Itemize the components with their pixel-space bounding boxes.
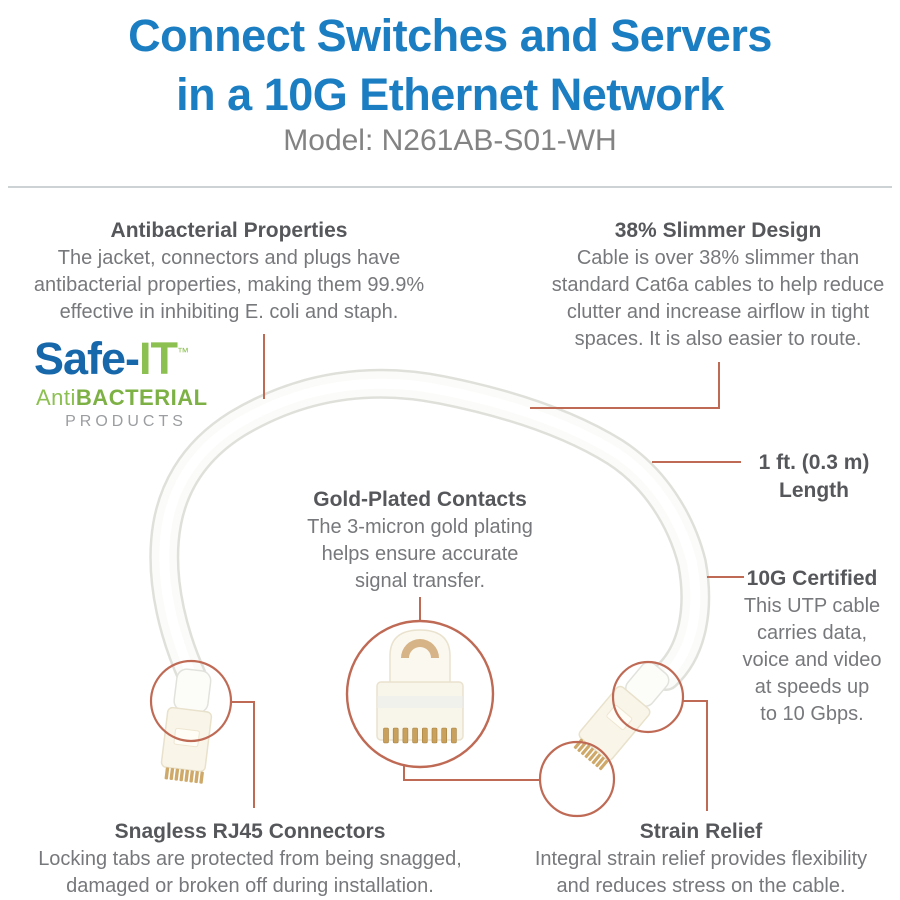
callout-strain: Strain Relief Integral strain relief pro… bbox=[502, 818, 900, 900]
leader-snagless bbox=[231, 701, 255, 808]
gold-title: Gold-Plated Contacts bbox=[313, 488, 527, 511]
certified-title: 10G Certified bbox=[746, 567, 878, 590]
snagless-body-line: damaged or broken off during installatio… bbox=[66, 875, 434, 897]
logo-anti-text: Anti bbox=[36, 385, 76, 410]
leader-magnifier-link bbox=[403, 766, 539, 781]
gold-body-line: The 3-micron gold plating bbox=[307, 516, 533, 538]
antibacterial-body-line: effective in inhibiting E. coli and stap… bbox=[59, 301, 399, 323]
tip-highlight-circle bbox=[538, 740, 616, 818]
logo-safe-text: Safe- bbox=[34, 333, 140, 384]
antibacterial-body: The jacket, connectors and plugs have an… bbox=[0, 245, 458, 326]
callout-gold: Gold-Plated Contacts The 3-micron gold p… bbox=[240, 486, 600, 595]
strain-highlight-circle bbox=[611, 660, 685, 734]
callout-certified: 10G Certified This UTP cable carries dat… bbox=[726, 565, 898, 728]
certified-body-line: carries data, bbox=[756, 622, 868, 644]
magnified-boot bbox=[389, 629, 451, 687]
slimmer-body-line: spaces. It is also easier to route. bbox=[574, 328, 862, 350]
logo-it-text: IT bbox=[139, 333, 178, 384]
left-connector-latch bbox=[173, 727, 200, 748]
logo-trademark: ™ bbox=[177, 345, 189, 359]
safe-it-logo: Safe-IT™ AntiBACTERIAL PRODUCTS bbox=[30, 336, 230, 430]
length-title-line2: Length bbox=[779, 479, 849, 502]
gold-body-line: helps ensure accurate bbox=[321, 543, 519, 565]
certified-body-line: at speeds up bbox=[754, 676, 870, 698]
right-connector-pins bbox=[573, 738, 609, 771]
magnified-pins bbox=[383, 727, 457, 744]
certified-body-line: to 10 Gbps. bbox=[760, 703, 864, 725]
left-connector-boot bbox=[173, 668, 212, 714]
magnified-plug-shade bbox=[377, 696, 463, 708]
leader-strain bbox=[683, 700, 708, 811]
certified-body-line: This UTP cable bbox=[743, 595, 881, 617]
antibacterial-body-line: antibacterial properties, making them 99… bbox=[33, 274, 425, 296]
strain-body: Integral strain relief provides flexibil… bbox=[502, 846, 900, 900]
gold-body: The 3-micron gold plating helps ensure a… bbox=[240, 514, 600, 595]
callout-slimmer: 38% Slimmer Design Cable is over 38% sli… bbox=[528, 217, 900, 353]
antibacterial-body-line: The jacket, connectors and plugs have bbox=[57, 247, 401, 269]
certified-body: This UTP cable carries data, voice and v… bbox=[726, 593, 898, 728]
length-title-line1: 1 ft. (0.3 m) bbox=[758, 451, 870, 474]
slimmer-body-line: standard Cat6a cables to help reduce bbox=[551, 274, 885, 296]
page-title-line1: Connect Switches and Servers bbox=[128, 10, 772, 61]
callout-snagless: Snagless RJ45 Connectors Locking tabs ar… bbox=[4, 818, 496, 900]
slimmer-body-line: clutter and increase airflow in tight bbox=[566, 301, 870, 323]
snagless-body-line: Locking tabs are protected from being sn… bbox=[38, 848, 462, 870]
strain-body-line: Integral strain relief provides flexibil… bbox=[534, 848, 868, 870]
leader-slimmer bbox=[530, 362, 720, 409]
snagless-title: Snagless RJ45 Connectors bbox=[114, 820, 386, 843]
cable-highlight bbox=[159, 378, 701, 681]
strain-title: Strain Relief bbox=[639, 820, 763, 843]
left-connector bbox=[160, 668, 213, 784]
left-connector-pins bbox=[164, 767, 204, 784]
antibacterial-title: Antibacterial Properties bbox=[110, 219, 348, 242]
model-number: Model: N261AB-S01-WH bbox=[283, 124, 617, 157]
slimmer-body-line: Cable is over 38% slimmer than bbox=[576, 247, 860, 269]
certified-body-line: voice and video bbox=[742, 649, 882, 671]
magnifier-view bbox=[345, 619, 495, 769]
slimmer-body: Cable is over 38% slimmer than standard … bbox=[528, 245, 900, 353]
strain-body-line: and reduces stress on the cable. bbox=[556, 875, 846, 897]
logo-bacterial-text: BACTERIAL bbox=[75, 385, 208, 410]
divider-line bbox=[8, 186, 892, 188]
page-title: Connect Switches and Servers in a 10G Et… bbox=[0, 6, 900, 124]
snagless-body: Locking tabs are protected from being sn… bbox=[4, 846, 496, 900]
cable bbox=[149, 368, 711, 691]
callout-length: 1 ft. (0.3 m) Length bbox=[734, 449, 894, 505]
safe-it-wordmark: Safe-IT™ bbox=[30, 336, 230, 381]
magnified-gold-arch bbox=[401, 639, 439, 658]
gold-body-line: signal transfer. bbox=[354, 570, 486, 592]
callout-antibacterial: Antibacterial Properties The jacket, con… bbox=[0, 217, 458, 326]
logo-antibacterial-line: AntiBACTERIAL bbox=[30, 387, 230, 409]
slimmer-title: 38% Slimmer Design bbox=[614, 219, 822, 242]
page-title-line2: in a 10G Ethernet Network bbox=[176, 69, 724, 120]
magnified-plug-body bbox=[376, 681, 464, 741]
logo-products-text: PRODUCTS bbox=[65, 413, 187, 430]
